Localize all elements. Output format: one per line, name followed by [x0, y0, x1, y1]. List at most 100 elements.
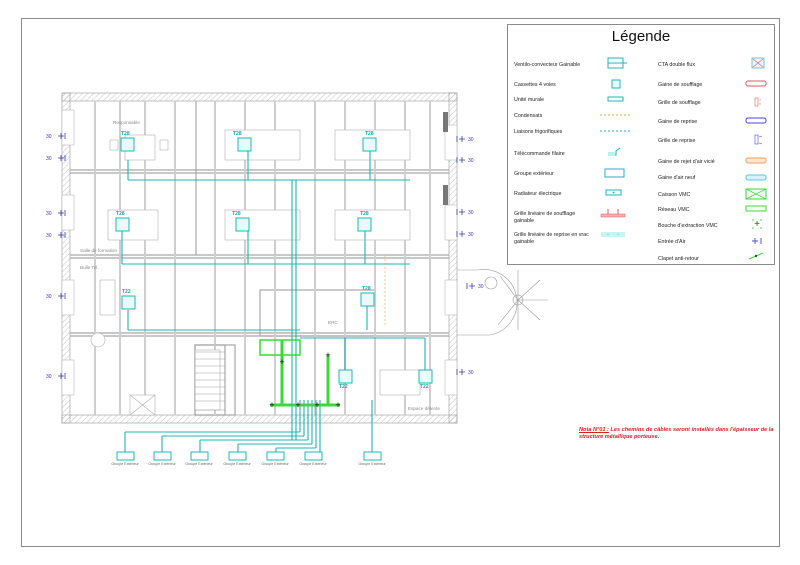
legend-item-label: Gaine de rejet d'air vicié: [658, 159, 715, 165]
svg-text:+: +: [335, 400, 340, 410]
radiator-power-label: 30: [468, 370, 474, 376]
unit-tag: T28: [232, 211, 241, 217]
radiator-power-label: 30: [46, 211, 52, 217]
groupe-exterieur-label: Groupe Extérieur: [261, 462, 289, 466]
groupe-exterieur-label: Groupe Extérieur: [148, 462, 176, 466]
radiateurs-electriques: [58, 133, 475, 379]
legend-item-label: Réseau VMC: [658, 207, 690, 213]
legend-item-label: Clapet anti-retour: [658, 256, 699, 262]
legend-item-label: Gaine de soufflage: [658, 82, 703, 88]
legend-item-label: Condensats: [514, 113, 543, 119]
unit-tag: T28: [365, 131, 374, 137]
reseau-vmc: [259, 339, 340, 407]
gaine-air-neuf-icon: [745, 174, 767, 181]
ventilo-convecteur-gainable-icon: [607, 57, 627, 69]
radiator-power-label: 30: [468, 232, 474, 238]
radiator-power-label: 30: [46, 156, 52, 162]
grille-soufflage-icon: [754, 97, 761, 107]
room-label-salle-formation: Salle de formation: [80, 248, 118, 253]
groupe-exterieur-label: Groupe Extérieur: [223, 462, 251, 466]
legend-item-label: Gaine de reprise: [658, 119, 698, 125]
groupe-exterieur-label: Groupe Extérieur: [185, 462, 213, 466]
radiator-power-label: 30: [478, 284, 484, 290]
bouches-extraction-vmc: + + + + + +: [269, 350, 340, 410]
room-label-bulle-tel: Bulle Tel.: [80, 265, 99, 270]
unit-tag: T22: [420, 384, 429, 390]
room-label-responsable: Responsable: [113, 120, 140, 125]
svg-text:↔: ↔: [606, 231, 610, 236]
radiateur-electrique-icon: [605, 189, 622, 196]
legend-item-label: Bouche d'extraction VMC: [658, 223, 718, 229]
legend-item-label: Ventilo-convecteur Gainable: [514, 62, 581, 68]
legend-item-label: Cassettes 4 voies: [514, 82, 556, 88]
legend-box: Légende Ventilo-convecteur Gainable Cass…: [507, 24, 775, 265]
legend-item-label: Groupe extérieur: [514, 171, 554, 177]
radiator-power-label: 30: [468, 137, 474, 143]
bouche-extraction-vmc-icon: +: [752, 219, 762, 230]
liaisons-frigorifiques-line-icon: [600, 130, 630, 132]
nota-note: Nota N°01 : Les chemins de câbles seront…: [579, 427, 779, 441]
unit-tag: T22: [122, 289, 131, 295]
legend-item-label: Gaine d'air neuf: [658, 175, 696, 181]
svg-text:+: +: [295, 400, 300, 410]
grille-reprise-gainable-icon: ↔↔: [601, 231, 625, 237]
groupe-exterieur-label: Groupe Extérieur: [111, 462, 139, 466]
grille-reprise-icon: [754, 134, 763, 145]
radiator-power-label: 30: [46, 294, 52, 300]
condensats-line-icon: [600, 114, 630, 116]
radiator-power-label: 30: [46, 134, 52, 140]
unit-tag: T28: [360, 211, 369, 217]
partitions: [70, 101, 449, 416]
legend-item-label: Caisson VMC: [658, 192, 691, 198]
unit-tag: T28: [116, 211, 125, 217]
svg-text:+: +: [269, 400, 274, 410]
svg-text:+: +: [314, 400, 319, 410]
caisson-vmc-icon: [745, 188, 767, 200]
cassettes-4-voies: [115, 137, 433, 384]
groupe-exterieur-icon: [604, 168, 625, 178]
radiator-power-label: 30: [468, 158, 474, 164]
liaisons-frigorifiques: [121, 150, 426, 452]
nota-text: Les chemins de câbles seront installés d…: [579, 427, 774, 440]
gaine-soufflage-icon: [745, 80, 767, 87]
groupe-exterieur-label: Groupe Extérieur: [358, 462, 386, 466]
legend-item-label: Liaisons frigorifiques: [514, 129, 563, 135]
legend-item-label: Unité murale: [514, 97, 545, 103]
legend-item-label: Télécommande filaire: [514, 151, 565, 157]
room-label-espace-detente: Espace détente: [408, 406, 440, 411]
cassette-4-voies-icon: [611, 79, 621, 89]
groupes-exterieurs: [116, 451, 382, 461]
unite-murale-icon: [607, 96, 624, 102]
svg-text:+: +: [279, 357, 284, 367]
nota-prefix: Nota N°01 :: [579, 427, 609, 433]
entree-air-icon: [752, 238, 762, 244]
radiator-power-label: 30: [468, 210, 474, 216]
legend-title: Légende: [611, 28, 671, 45]
unit-tag: T28: [233, 131, 242, 137]
legend-item-label: Radiateur électrique: [514, 191, 562, 197]
spiral-staircase: [457, 269, 548, 336]
legend-item-label: Grille linéaire de soufflage gainable: [514, 211, 576, 224]
svg-text:+: +: [754, 219, 760, 230]
unit-tag: T22: [339, 384, 348, 390]
svg-text:↔: ↔: [616, 231, 620, 236]
legend-item-label: CTA double flux: [658, 62, 696, 68]
gaine-reprise-icon: [745, 117, 767, 124]
reseau-vmc-icon: [745, 205, 767, 212]
cta-double-flux-icon: [751, 57, 765, 69]
radiator-power-label: 30: [46, 374, 52, 380]
legend-item-label: Grille de soufflage: [658, 100, 701, 106]
legend-item-label: Grille de reprise: [658, 138, 696, 144]
radiator-power-label: 30: [46, 233, 52, 239]
legend-item-label: Grille linéaire de reprise en vrac gaina…: [514, 232, 589, 245]
unit-tag: T28: [362, 286, 371, 292]
clapet-anti-retour-icon: [748, 252, 764, 260]
unit-tag: T28: [121, 131, 130, 137]
drawing-frame: [21, 18, 780, 547]
gaine-rejet-air-vicie-icon: [745, 157, 767, 164]
room-label-erc: ERC: [328, 320, 338, 325]
staircase: [194, 344, 226, 411]
svg-text:+: +: [325, 350, 330, 360]
legend-item-label: Entrée d'Air: [658, 239, 686, 245]
